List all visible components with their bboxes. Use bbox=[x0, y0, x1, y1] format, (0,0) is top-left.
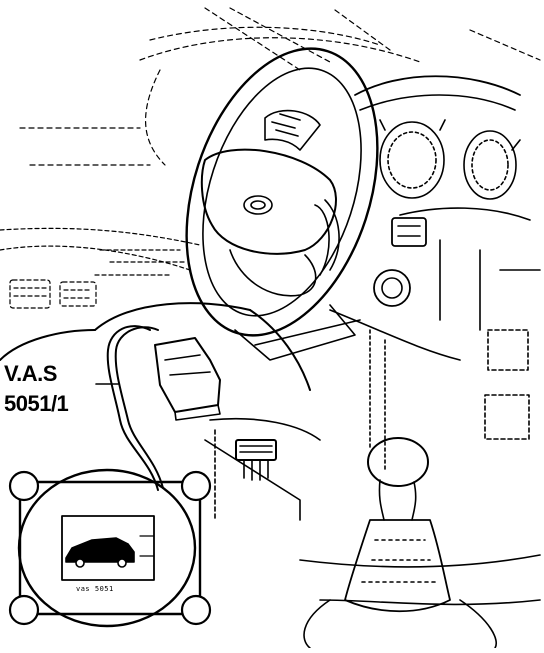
center-console bbox=[330, 218, 540, 470]
steering-column bbox=[235, 305, 360, 360]
callout-label-line1: V.A.S bbox=[4, 361, 57, 386]
tester-screen-caption: vas 5051 bbox=[76, 585, 114, 593]
callout-label-line2: 5051/1 bbox=[4, 391, 69, 416]
diagnostic-plug-icon bbox=[108, 326, 220, 490]
instrument-cluster bbox=[355, 76, 530, 220]
gear-shift-icon bbox=[304, 438, 496, 648]
diagnostic-connector-icon bbox=[236, 440, 276, 480]
car-icon bbox=[66, 538, 134, 567]
diagnostic-tester-icon bbox=[10, 470, 210, 626]
inset-circle bbox=[0, 303, 310, 390]
windshield-lines bbox=[20, 8, 540, 165]
steering-wheel-icon bbox=[153, 24, 412, 360]
left-dash-vents bbox=[0, 228, 200, 308]
